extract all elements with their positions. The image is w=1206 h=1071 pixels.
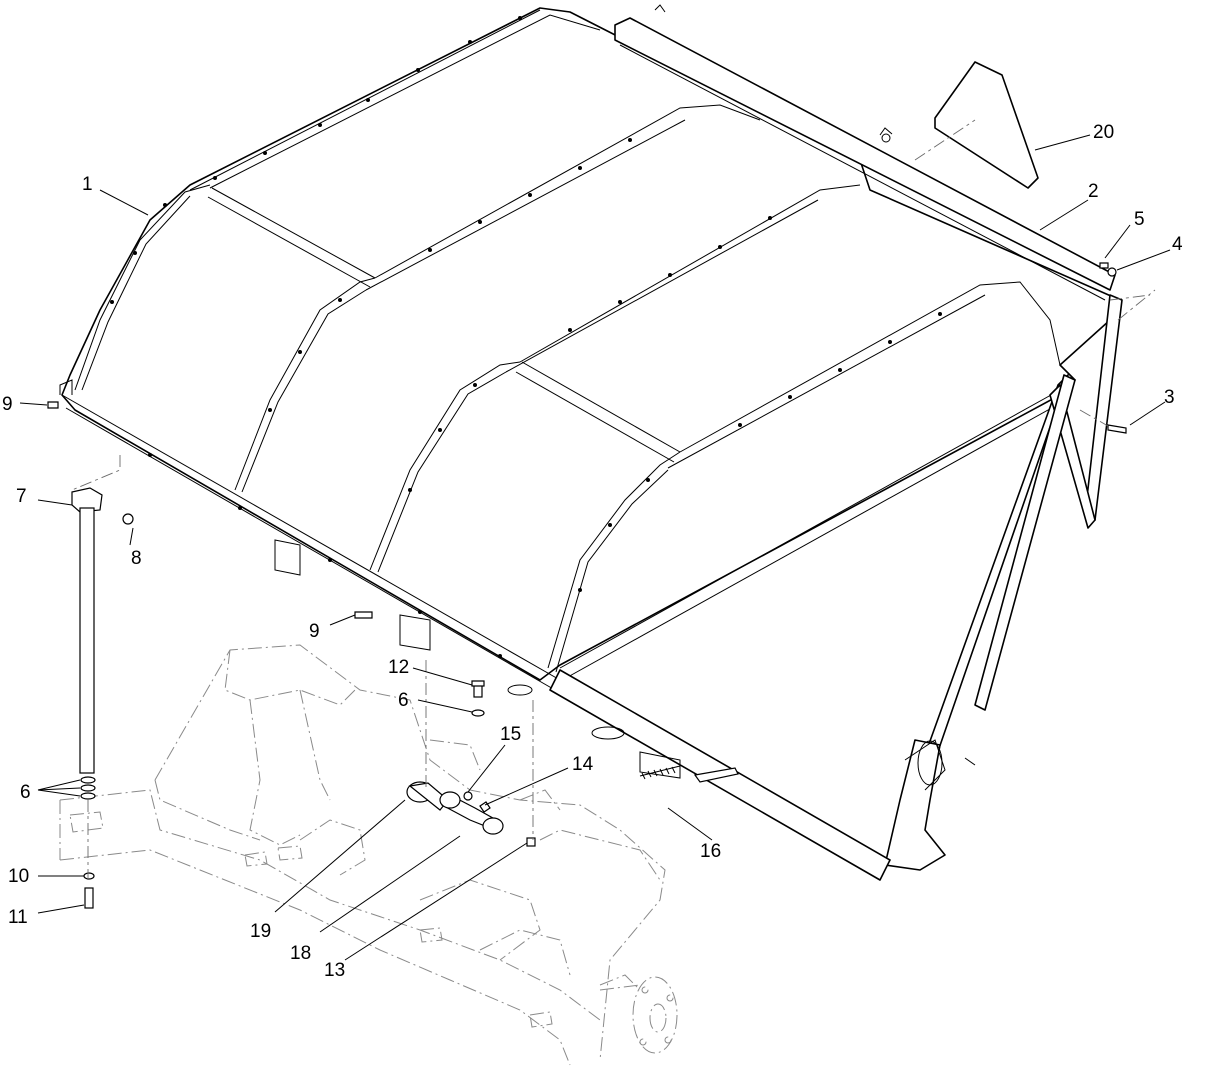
callout-2: 2 [1088,181,1099,202]
callouts: 1 2 3 4 5 6 6 7 8 9 9 10 [2,122,1183,981]
callout-11: 11 [8,907,28,928]
callout-4: 4 [1172,234,1183,255]
callout-12: 12 [388,657,409,678]
hinge-bar-frame [614,4,1116,301]
axle-hub [599,974,678,1054]
callout-6-middle: 6 [398,690,409,711]
callout-3: 3 [1164,387,1175,408]
callout-20: 20 [1093,122,1114,143]
callout-16: 16 [700,841,721,862]
callout-13: 13 [324,960,345,981]
support-post [71,487,134,909]
callout-7: 7 [16,486,27,507]
callout-14: 14 [572,754,594,775]
callout-15: 15 [500,724,521,745]
callout-9-left: 9 [2,394,13,415]
callout-6-left: 6 [20,782,31,803]
callout-8: 8 [131,548,142,569]
deflector-plate [914,61,1039,189]
callout-5: 5 [1134,209,1145,230]
callout-9-middle: 9 [309,621,320,642]
callout-1: 1 [82,174,93,195]
hopper-canopy [59,7,1121,691]
callout-19: 19 [250,921,271,942]
canopy-rivets [110,16,942,658]
hardware-parts [47,262,1156,847]
callout-18: 18 [290,943,311,964]
phantom-chassis [59,644,666,1066]
callout-10: 10 [8,866,29,887]
